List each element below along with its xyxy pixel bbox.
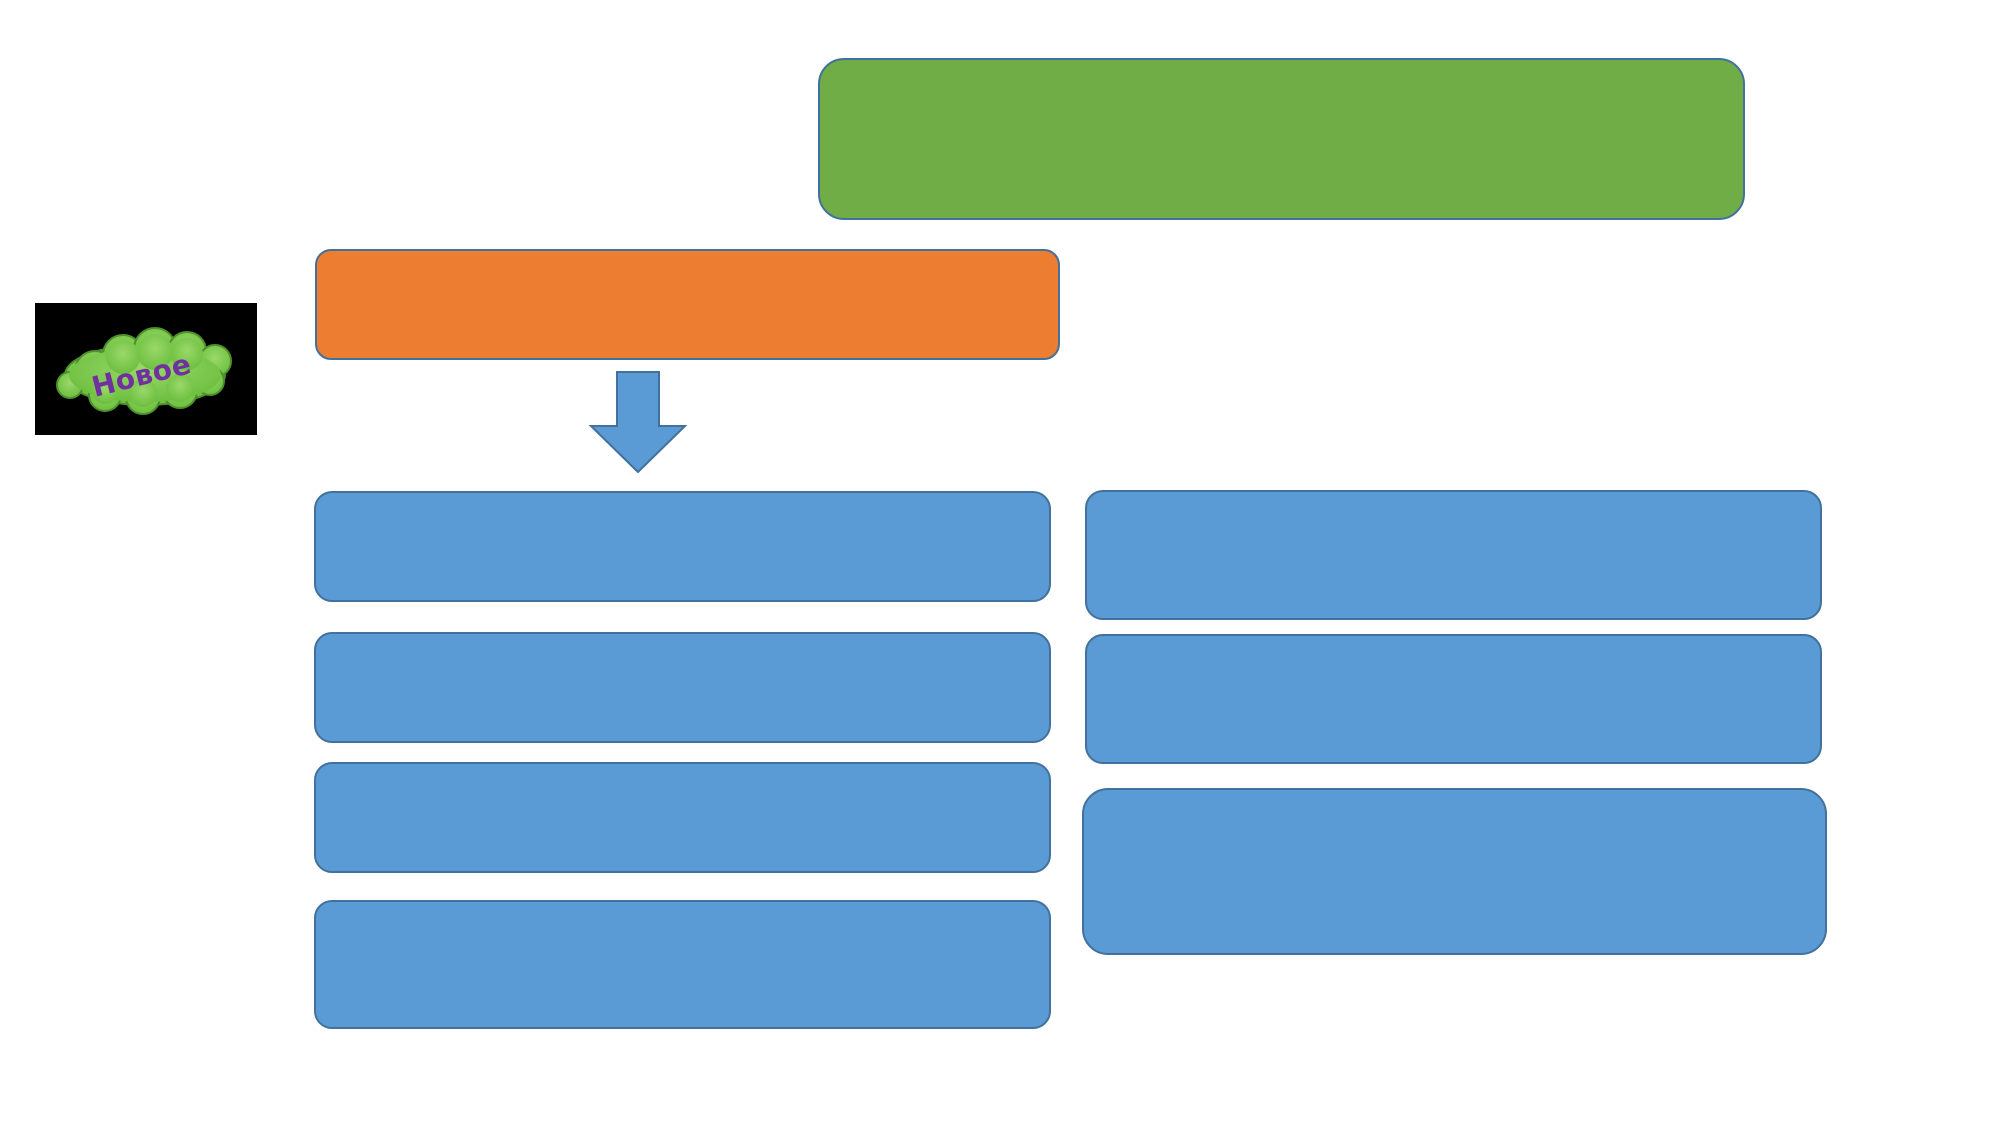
left-box-2 [314, 632, 1051, 743]
left-box-4 [314, 900, 1051, 1029]
right-box-2 [1085, 634, 1822, 764]
top-green-box [818, 58, 1745, 220]
left-box-3 [314, 762, 1051, 873]
left-box-1 [314, 491, 1051, 602]
down-arrow-icon [588, 371, 688, 474]
right-box-1 [1085, 490, 1822, 620]
right-box-3 [1082, 788, 1827, 955]
new-badge: Новое [35, 303, 257, 435]
orange-box [315, 249, 1060, 360]
cloud-shape [56, 327, 232, 415]
